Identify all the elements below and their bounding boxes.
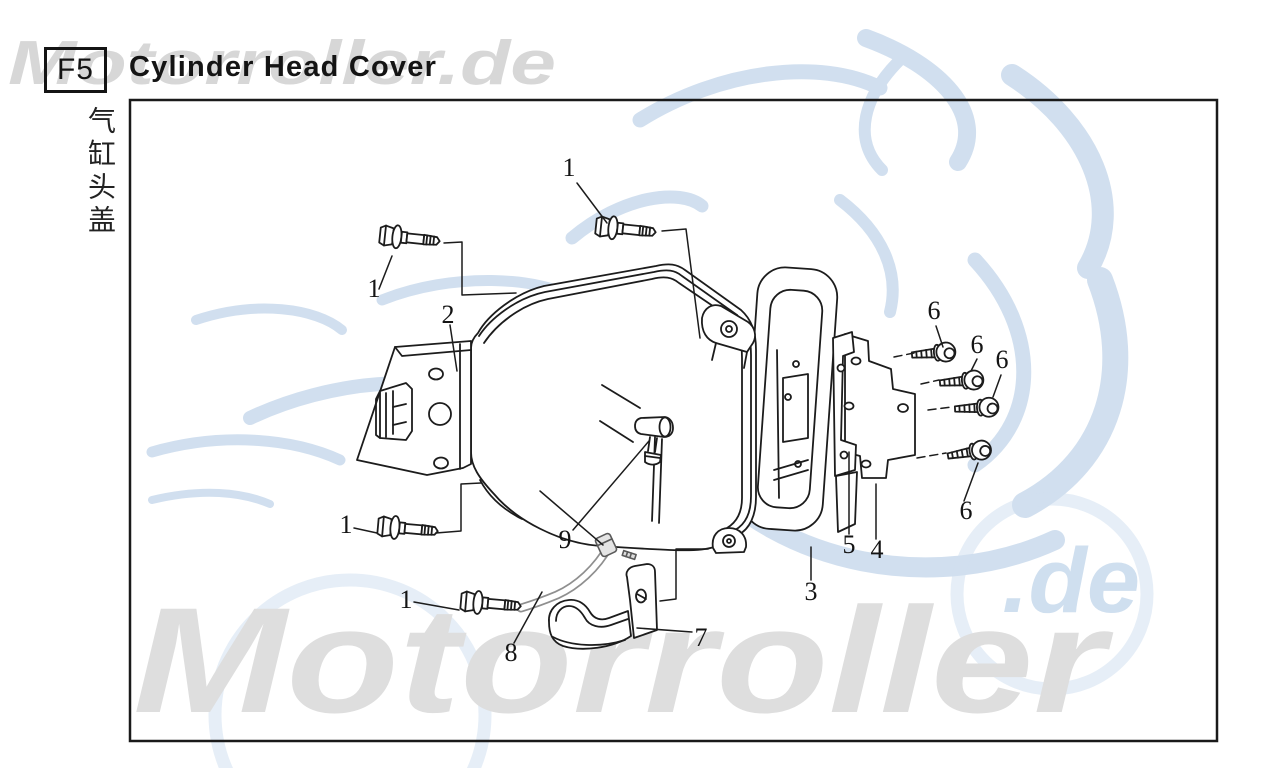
part-bolt-6-b xyxy=(938,368,986,394)
callout-leader-lines xyxy=(353,182,1002,644)
part-callout-6-b: 6 xyxy=(971,330,984,359)
part-callouts: 1 1 1 1 2 3 4 5 6 6 6 6 7 8 9 xyxy=(340,153,1009,667)
part-hose-clamp xyxy=(594,532,637,561)
watermark-bottom-text: Motorroller xyxy=(133,576,1114,744)
diagram-frame-border xyxy=(128,98,1219,743)
part-cylinder-head-cover xyxy=(470,263,757,554)
watermark-de-suffix: .de xyxy=(1002,530,1140,632)
part-callout-3: 3 xyxy=(805,577,818,606)
part-callout-1-top-center: 1 xyxy=(563,153,576,182)
part-bolt-6-c xyxy=(953,396,1000,420)
part-bolt-1-top-left xyxy=(377,222,442,254)
part-breather-nozzle xyxy=(634,416,674,466)
page-title-chinese: 气缸头盖 xyxy=(85,106,116,238)
part-callout-1-top-left: 1 xyxy=(368,274,381,303)
part-callout-7: 7 xyxy=(695,623,708,652)
part-plate xyxy=(832,331,858,533)
part-callout-6-a: 6 xyxy=(928,296,941,325)
part-breather-hose xyxy=(516,541,614,613)
part-bracket-rear xyxy=(843,333,916,479)
part-callout-4: 4 xyxy=(871,535,884,564)
part-callout-6-d: 6 xyxy=(960,496,973,525)
part-callout-5: 5 xyxy=(843,530,856,559)
part-clamp-bracket xyxy=(548,563,658,650)
page-title: Cylinder Head Cover xyxy=(129,51,438,83)
part-callout-2: 2 xyxy=(442,300,455,329)
part-bolt-1-mid-left xyxy=(376,513,440,544)
part-cover-plate xyxy=(356,340,472,476)
section-code-box: F5 xyxy=(44,47,107,93)
part-callout-6-c: 6 xyxy=(996,345,1009,374)
part-callout-9: 9 xyxy=(559,525,572,554)
part-bolt-6-a xyxy=(910,340,958,366)
watermark-top-text: Motorroller.de xyxy=(8,29,556,98)
part-head-surface-detail xyxy=(773,349,809,499)
section-code: F5 xyxy=(56,53,94,86)
part-callout-1-mid-left: 1 xyxy=(340,510,353,539)
part-callout-1-bottom: 1 xyxy=(400,585,413,614)
part-callout-8: 8 xyxy=(505,638,518,667)
